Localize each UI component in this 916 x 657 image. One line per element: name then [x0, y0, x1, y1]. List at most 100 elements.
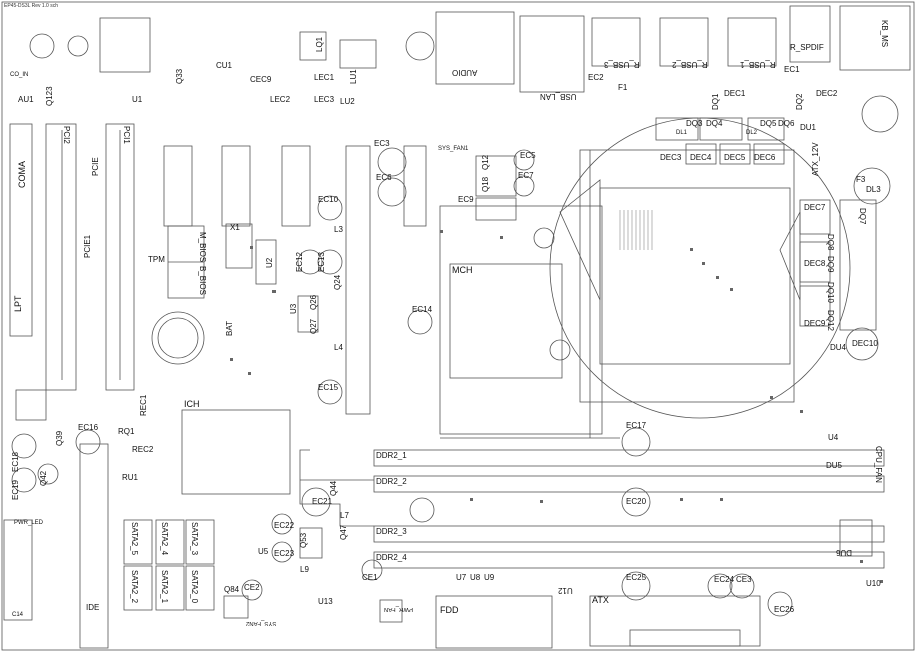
sys-fan2-label: SYS_FAN2 — [246, 620, 277, 626]
dl3-label: DL3 — [866, 185, 881, 194]
ec24-label: EC24 — [714, 575, 735, 584]
pci1-slot — [105, 123, 135, 391]
ec25-label: EC25 — [626, 573, 647, 582]
ec9-label: EC9 — [458, 195, 474, 204]
u13-label: U13 — [318, 597, 333, 606]
pci2-slot — [45, 123, 77, 391]
q12-label: Q12 — [481, 154, 490, 170]
sata20-port — [185, 565, 215, 611]
sata23-port — [185, 519, 215, 565]
co-in-label: CO_IN — [10, 72, 29, 78]
q44-label: Q44 — [329, 480, 338, 496]
bbios-label: B_BIOS — [198, 266, 207, 295]
ec1-label: EC1 — [784, 65, 800, 74]
cpu-socket — [599, 187, 791, 365]
ec13-label: EC13 — [317, 251, 326, 272]
cu1-label: CU1 — [216, 61, 233, 70]
pcie-label: PCIE — [91, 157, 100, 176]
usb1-block — [727, 17, 777, 67]
sata24-port — [155, 519, 185, 565]
q42-label: Q42 — [39, 470, 48, 486]
rec2-label: REC2 — [132, 445, 154, 454]
dq7-label: DQ7 — [858, 208, 867, 225]
ec15-label: EC15 — [318, 383, 339, 392]
q26-label: Q26 — [309, 294, 318, 310]
dec1-label: DEC1 — [724, 89, 746, 98]
r-usb1-label: R_USB_1 — [740, 60, 776, 69]
ddr2-1-label: DDR2_1 — [376, 451, 407, 460]
dq3-label: DQ3 — [686, 119, 703, 128]
sata25-port — [123, 519, 153, 565]
r-spdif-label: R_SPDIF — [790, 43, 824, 52]
mch-chip — [449, 263, 563, 379]
l7-label: L7 — [340, 511, 349, 520]
ec10-label: EC10 — [318, 195, 339, 204]
com-lpt-connector — [9, 123, 33, 337]
ide-connector — [79, 443, 109, 649]
pci2-label: PCI2 — [62, 126, 71, 144]
ec19-label: EC19 — [11, 479, 20, 500]
pcie-x1-slot-b — [221, 145, 251, 227]
dq4-label: DQ4 — [706, 119, 723, 128]
ec3-label: EC3 — [374, 139, 390, 148]
rec1-label: REC1 — [139, 394, 148, 416]
kbms-block — [839, 5, 911, 71]
dq12-label: DQ12 — [826, 310, 835, 331]
pcie-x1-slot-c — [281, 145, 311, 227]
kb-ms-label: KB_MS — [880, 20, 889, 48]
fdd-connector — [435, 595, 553, 649]
f1-label: F1 — [618, 83, 628, 92]
cpu-socket-frame — [579, 149, 795, 403]
sata25-label: SATA2_5 — [130, 522, 139, 556]
ec5-label: EC5 — [520, 151, 536, 160]
coma-label: COMA — [17, 161, 27, 188]
q18-label: Q18 — [481, 176, 490, 192]
sys-fan1-label: SYS_FAN1 — [438, 146, 469, 152]
q24-label: Q24 — [333, 274, 342, 290]
du5-label: DU5 — [826, 461, 843, 470]
board-title: EP45-DS3L Rev 1.0 sch — [4, 3, 59, 9]
c14-label: C14 — [12, 612, 24, 618]
ddr2-4-label: DDR2_4 — [376, 553, 407, 562]
l4-label: L4 — [334, 343, 343, 352]
usb2-block — [659, 17, 709, 67]
atx-label: ATX — [592, 595, 609, 605]
u3-label: U3 — [289, 303, 298, 314]
ec21-label: EC21 — [312, 497, 333, 506]
usb3-block — [591, 17, 641, 67]
du4-label: DU4 — [830, 343, 847, 352]
dq9-label: DQ9 — [826, 256, 835, 273]
mch-label: MCH — [452, 265, 473, 275]
ddr2-2-slot — [373, 475, 885, 493]
pwr-fan-label: PWR_FAN — [384, 606, 414, 612]
ec14-label: EC14 — [412, 305, 433, 314]
au1-label: AU1 — [18, 95, 34, 104]
usb-lan-block — [519, 15, 585, 93]
ec7-label: EC7 — [518, 171, 534, 180]
lec2-label: LEC2 — [270, 95, 291, 104]
dec3-label: DEC3 — [660, 153, 682, 162]
pcie-x16-slot — [345, 145, 371, 415]
ddr2-2-label: DDR2_2 — [376, 477, 407, 486]
u10-label: U10 — [866, 579, 881, 588]
ich-chip — [181, 409, 291, 495]
ec6-label: EC6 — [376, 173, 392, 182]
atx12v-label: ATX_12V — [811, 142, 820, 176]
dq6-label: DQ6 — [778, 119, 795, 128]
mch-region — [439, 205, 603, 435]
sata20-label: SATA2_0 — [190, 570, 199, 604]
ide-label: IDE — [86, 603, 100, 612]
sata22-port — [123, 565, 153, 611]
dq5-label: DQ5 — [760, 119, 777, 128]
lec1-label: LEC1 — [314, 73, 335, 82]
ddr2-3-slot — [373, 525, 885, 543]
l9-label: L9 — [300, 565, 309, 574]
dq10-label: DQ10 — [826, 282, 835, 303]
q27-label: Q27 — [309, 318, 318, 334]
ec12-label: EC12 — [295, 251, 304, 272]
ec17-label: EC17 — [626, 421, 647, 430]
dec6-label: DEC6 — [754, 153, 776, 162]
sata22-label: SATA2_2 — [130, 570, 139, 604]
dl1-label: DL1 — [676, 130, 688, 136]
